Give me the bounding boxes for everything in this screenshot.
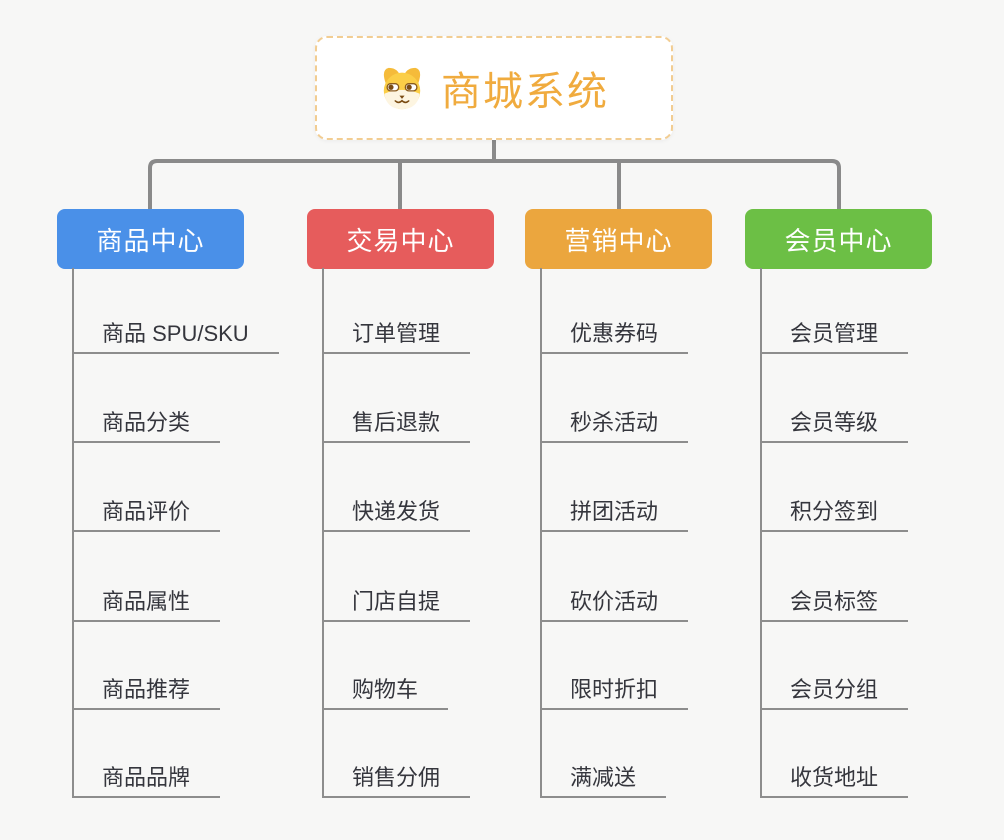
leaf-node[interactable]: 砍价活动: [540, 577, 689, 622]
leaf-label: 会员标签: [790, 589, 879, 614]
leaf-label: 拼团活动: [570, 499, 659, 524]
leaf-node[interactable]: 会员标签: [760, 577, 909, 622]
leaf-label: 满减送: [570, 765, 637, 790]
leaf-label: 商品分类: [102, 410, 191, 435]
branch-label: 交易中心: [346, 225, 455, 256]
leaf-node[interactable]: 满减送: [540, 753, 667, 798]
branch-trunk-line: [72, 268, 74, 798]
leaf-node[interactable]: 商品属性: [72, 577, 221, 622]
leaf-label: 快递发货: [352, 499, 441, 524]
leaf-node[interactable]: 售后退款: [322, 398, 471, 443]
leaf-node[interactable]: 会员管理: [760, 309, 909, 354]
leaf-label: 商品品牌: [102, 765, 191, 790]
leaf-label: 收货地址: [790, 765, 879, 790]
leaf-node[interactable]: 商品评价: [72, 487, 221, 532]
branch-node[interactable]: 交易中心: [307, 209, 494, 269]
branch-label: 会员中心: [784, 225, 893, 256]
leaf-label: 门店自提: [352, 589, 441, 614]
leaf-node[interactable]: 快递发货: [322, 487, 471, 532]
leaf-label: 限时折扣: [570, 677, 659, 702]
leaf-node[interactable]: 收货地址: [760, 753, 909, 798]
leaf-node[interactable]: 优惠券码: [540, 309, 689, 354]
leaf-label: 会员分组: [790, 677, 879, 702]
branch-node[interactable]: 会员中心: [745, 209, 932, 269]
leaf-label: 售后退款: [352, 410, 441, 435]
leaf-label: 购物车: [352, 677, 419, 702]
leaf-label: 砍价活动: [570, 589, 659, 614]
leaf-label: 商品评价: [102, 499, 191, 524]
leaf-node[interactable]: 商品分类: [72, 398, 221, 443]
branch-node[interactable]: 商品中心: [57, 209, 244, 269]
leaf-node[interactable]: 订单管理: [322, 309, 471, 354]
leaf-node[interactable]: 拼团活动: [540, 487, 689, 532]
leaf-label: 会员管理: [790, 321, 879, 346]
leaf-label: 会员等级: [790, 410, 879, 435]
root-title: 商城系统: [441, 70, 609, 114]
leaf-label: 销售分佣: [352, 765, 441, 790]
leaf-node[interactable]: 会员等级: [760, 398, 909, 443]
leaf-node[interactable]: 秒杀活动: [540, 398, 689, 443]
leaf-label: 商品属性: [102, 589, 191, 614]
branch-label: 商品中心: [96, 225, 205, 256]
leaf-node[interactable]: 商品 SPU/SKU: [72, 309, 279, 354]
leaf-node[interactable]: 限时折扣: [540, 665, 689, 710]
root-node[interactable]: 商城系统: [315, 36, 673, 140]
branch-trunk-line: [540, 268, 542, 798]
leaf-node[interactable]: 商品品牌: [72, 753, 221, 798]
leaf-node[interactable]: 会员分组: [760, 665, 909, 710]
leaf-node[interactable]: 门店自提: [322, 577, 471, 622]
leaf-label: 秒杀活动: [570, 410, 659, 435]
leaf-label: 订单管理: [352, 321, 441, 346]
leaf-label: 商品推荐: [102, 677, 191, 702]
leaf-label: 优惠券码: [570, 321, 659, 346]
branch-label: 营销中心: [564, 225, 673, 256]
dog-face-icon: [383, 67, 421, 110]
leaf-node[interactable]: 积分签到: [760, 487, 909, 532]
branch-trunk-line: [760, 268, 762, 798]
branch-node[interactable]: 营销中心: [525, 209, 712, 269]
leaf-node[interactable]: 购物车: [322, 665, 449, 710]
leaf-label: 商品 SPU/SKU: [102, 321, 249, 346]
leaf-node[interactable]: 商品推荐: [72, 665, 221, 710]
leaf-label: 积分签到: [790, 499, 879, 524]
branch-trunk-line: [322, 268, 324, 798]
leaf-node[interactable]: 销售分佣: [322, 753, 471, 798]
